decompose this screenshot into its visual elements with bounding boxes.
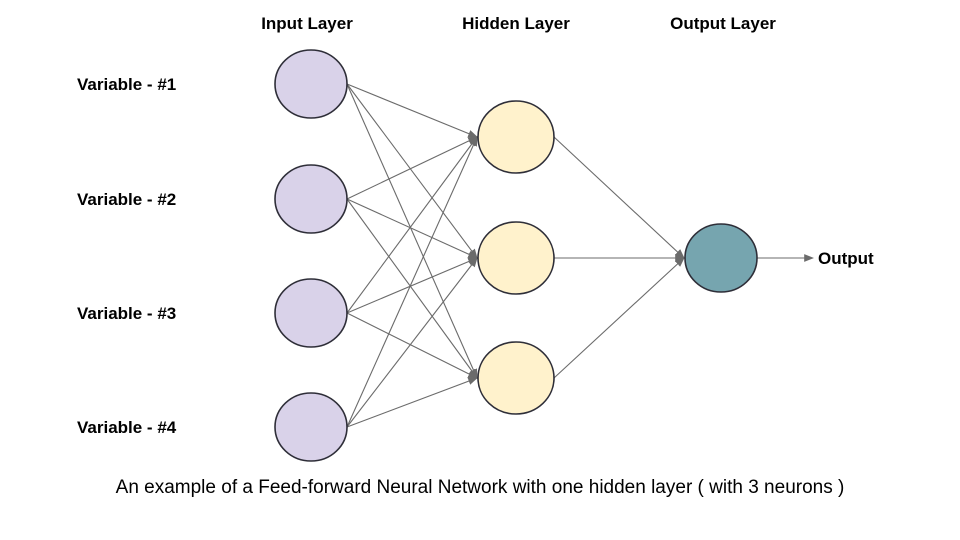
- edge-i2-h1: [346, 136, 478, 200]
- output-label: Output: [818, 249, 874, 268]
- input-node-i3: [274, 278, 348, 348]
- hidden-layer-header: Hidden Layer: [462, 14, 570, 33]
- input-node-label-3: Variable - #3: [77, 304, 177, 323]
- input-node-label-1: Variable - #1: [77, 75, 177, 94]
- edge-i3-h1: [346, 136, 478, 314]
- input-layer-header: Input Layer: [261, 14, 353, 33]
- edge-i2-h2: [346, 198, 479, 259]
- edge-i1-h1: [346, 83, 479, 138]
- input-node-i4: [274, 392, 348, 462]
- diagram-caption: An example of a Feed-forward Neural Netw…: [115, 477, 845, 498]
- output-layer-header: Output Layer: [670, 14, 776, 33]
- hidden-node-h1: [477, 100, 555, 174]
- edge-i3-h2: [346, 257, 479, 314]
- edge-i1-h2: [346, 83, 478, 259]
- hidden-node-h2: [477, 221, 555, 295]
- edge-h3-o1: [553, 257, 685, 379]
- edge-i4-h1: [346, 135, 478, 428]
- edge-i1-h3: [346, 83, 478, 380]
- input-node-i1: [274, 49, 348, 119]
- edge-h1-o1: [553, 136, 685, 259]
- edge-i3-h3: [346, 312, 478, 379]
- edge-i4-h3: [346, 377, 479, 428]
- output-node-o1: [684, 223, 758, 293]
- edge-i2-h3: [346, 198, 478, 379]
- hidden-node-h3: [477, 341, 555, 415]
- input-node-label-2: Variable - #2: [77, 190, 177, 209]
- input-node-label-4: Variable - #4: [77, 418, 177, 437]
- input-node-i2: [274, 164, 348, 234]
- edge-i4-h2: [346, 257, 478, 428]
